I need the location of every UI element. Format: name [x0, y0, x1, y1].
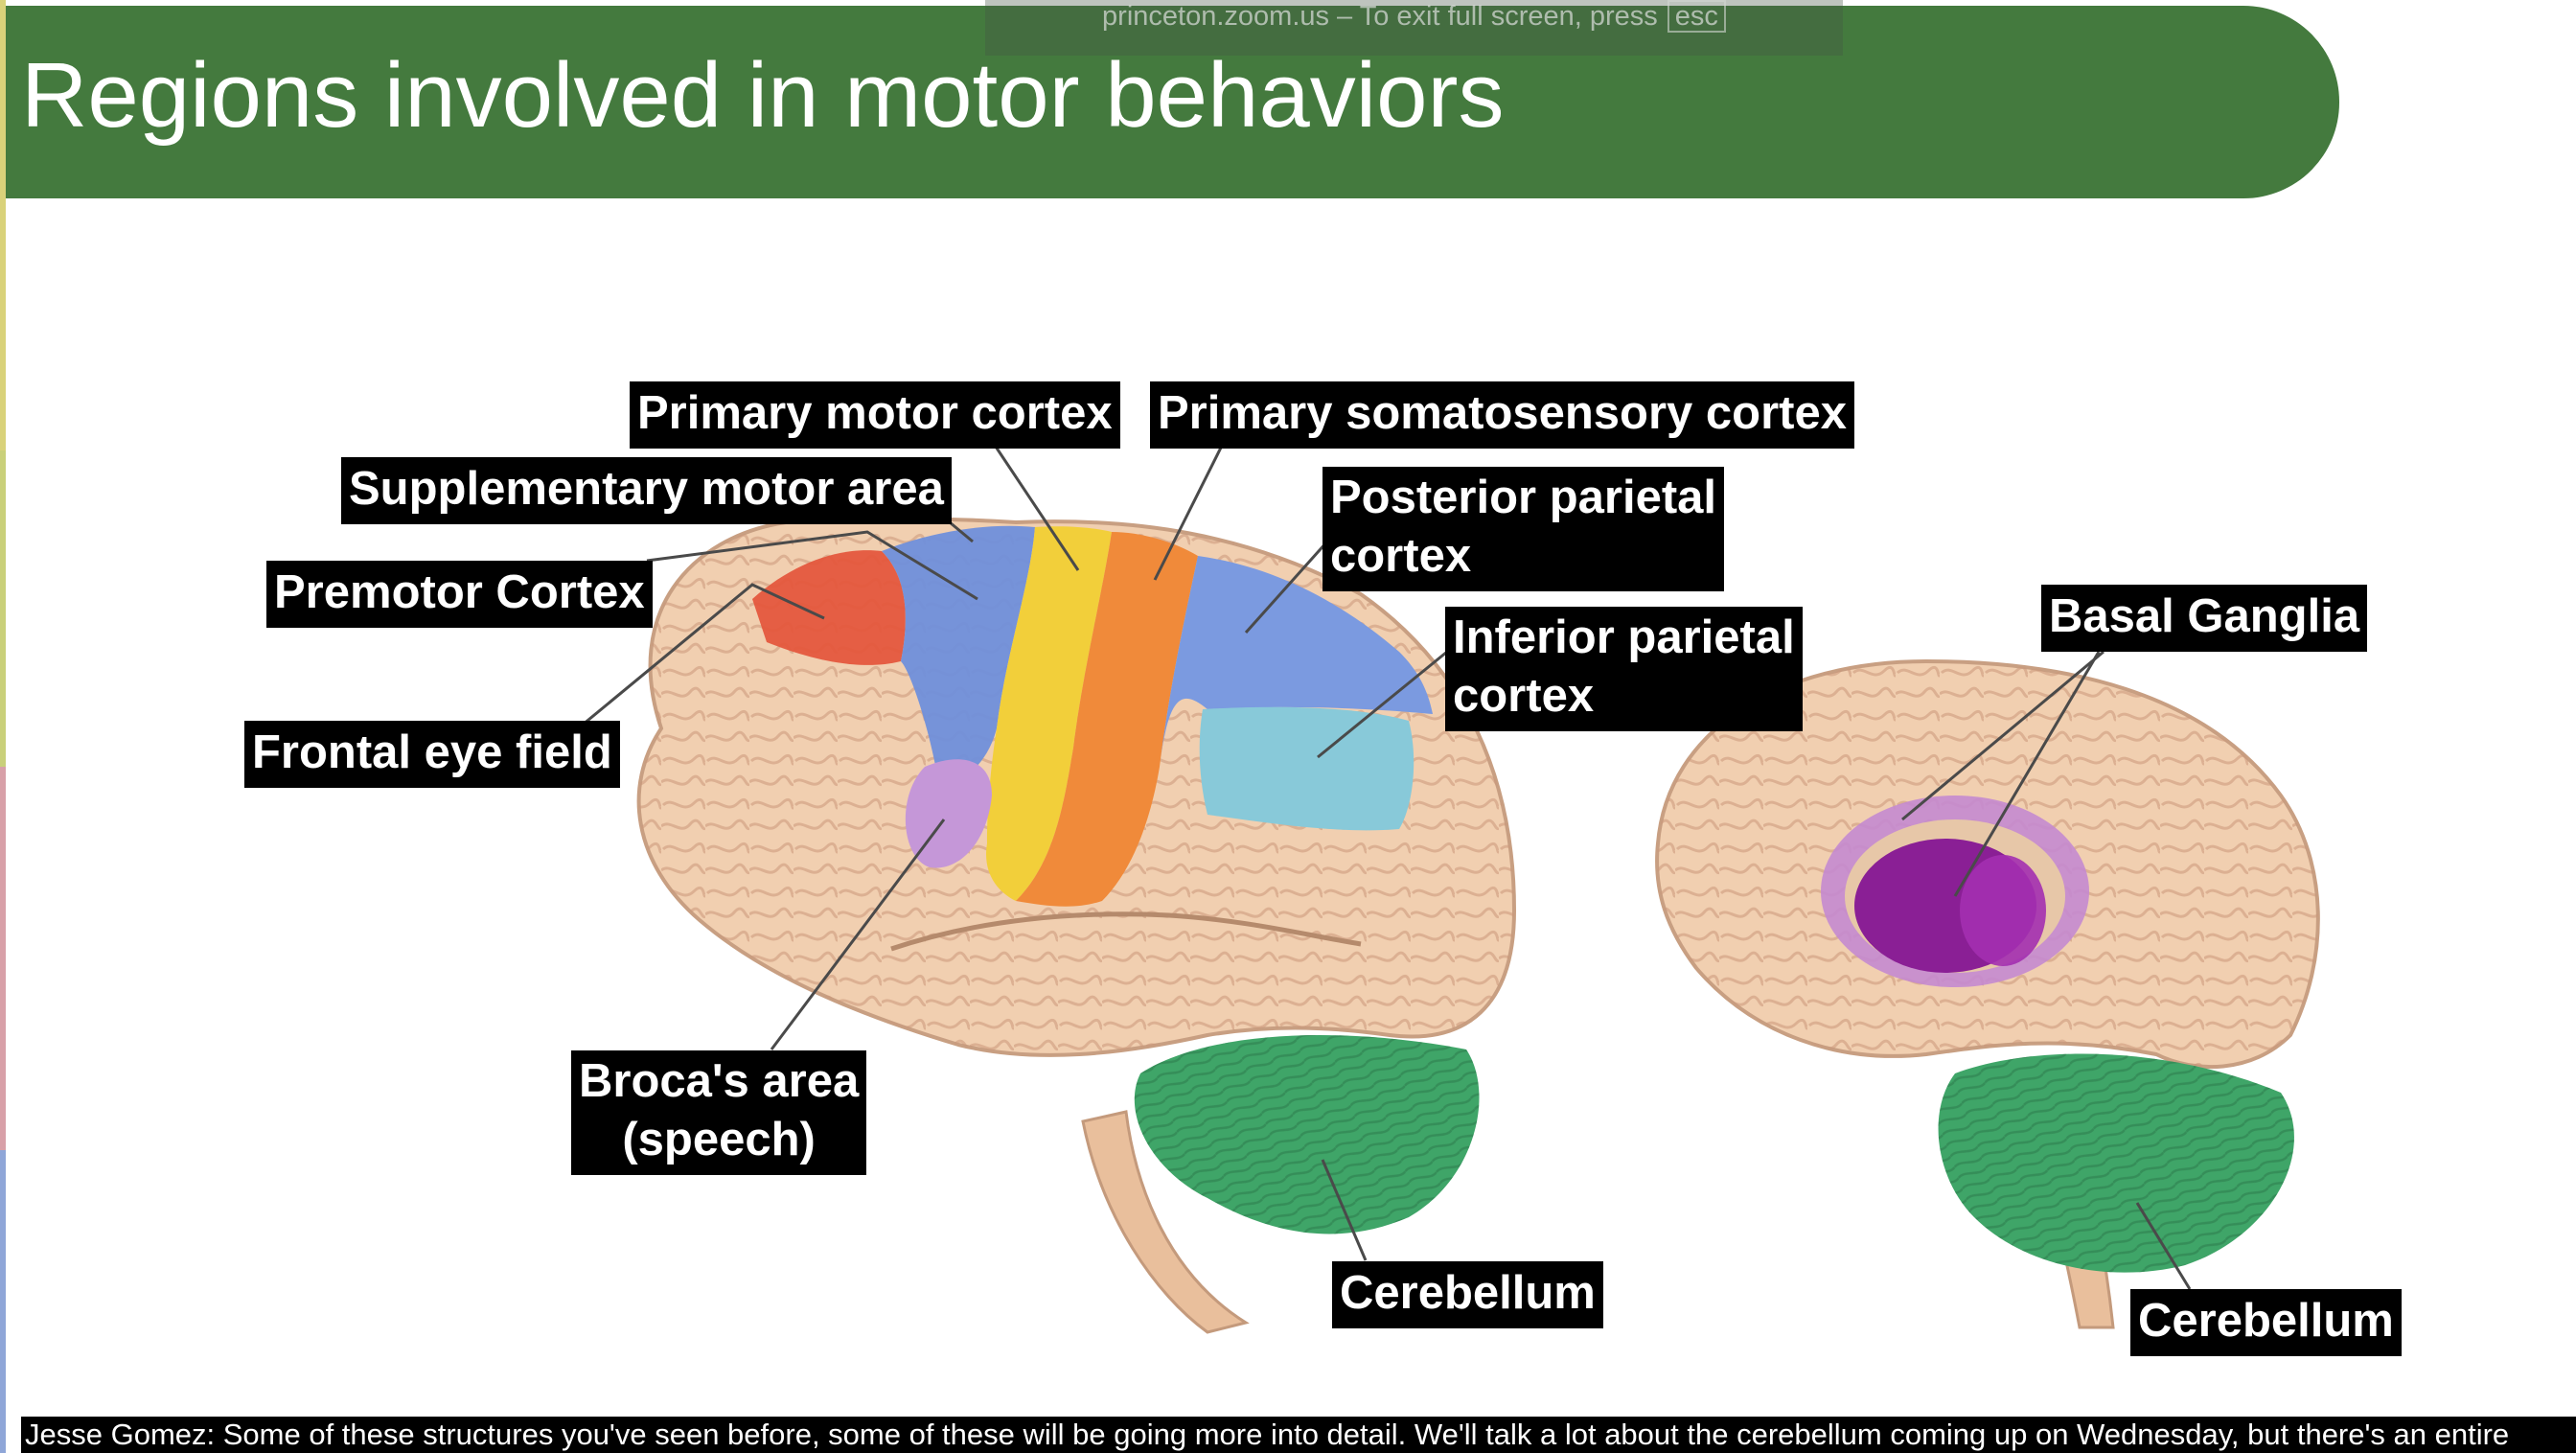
esc-key-hint: esc — [1667, 0, 1726, 33]
label-cerebellum-left: Cerebellum — [1332, 1261, 1603, 1328]
medial-brain-view — [1655, 658, 2320, 1329]
fullscreen-notice-text: princeton.zoom.us – To exit full screen,… — [1102, 1, 1658, 32]
slide-title: Regions involved in motor behaviors — [21, 44, 1505, 147]
label-primary-motor-cortex: Primary motor cortex — [630, 381, 1120, 449]
live-caption: Jesse Gomez: Some of these structures yo… — [21, 1417, 2576, 1453]
somatosensory-region — [1016, 532, 1198, 907]
label-supplementary-motor-area: Supplementary motor area — [341, 457, 952, 524]
label-brocas-area: Broca's area (speech) — [571, 1050, 867, 1175]
label-premotor-cortex: Premotor Cortex — [266, 561, 653, 628]
leader-lines — [560, 440, 2192, 1290]
inferior-parietal-line2: cortex — [1453, 670, 1595, 722]
label-frontal-eye-field: Frontal eye field — [244, 721, 620, 788]
lateral-brain-view — [636, 517, 1517, 1334]
fullscreen-exit-notice: princeton.zoom.us – To exit full screen,… — [985, 0, 1843, 56]
supplementary-motor-region — [882, 525, 1035, 786]
posterior-parietal-region — [1160, 556, 1433, 767]
title-banner — [6, 6, 2339, 198]
primary-motor-region — [986, 526, 1112, 901]
label-primary-somatosensory-cortex: Primary somatosensory cortex — [1150, 381, 1854, 449]
brocas-area-line1: Broca's area — [579, 1055, 860, 1107]
label-cerebellum-right: Cerebellum — [2130, 1289, 2402, 1356]
brocas-area-line2: (speech) — [622, 1114, 816, 1165]
brainstem — [1081, 1110, 1250, 1334]
label-inferior-parietal-cortex: Inferior parietal cortex — [1445, 607, 1803, 731]
label-posterior-parietal-cortex: Posterior parietal cortex — [1322, 467, 1725, 591]
label-basal-ganglia: Basal Ganglia — [2041, 585, 2368, 652]
inferior-parietal-region — [1199, 706, 1414, 831]
window-edge-strip — [0, 0, 6, 1453]
posterior-parietal-line1: Posterior parietal — [1330, 472, 1717, 523]
inferior-parietal-line1: Inferior parietal — [1453, 611, 1795, 663]
posterior-parietal-line2: cortex — [1330, 530, 1472, 582]
premotor-region — [752, 550, 906, 665]
